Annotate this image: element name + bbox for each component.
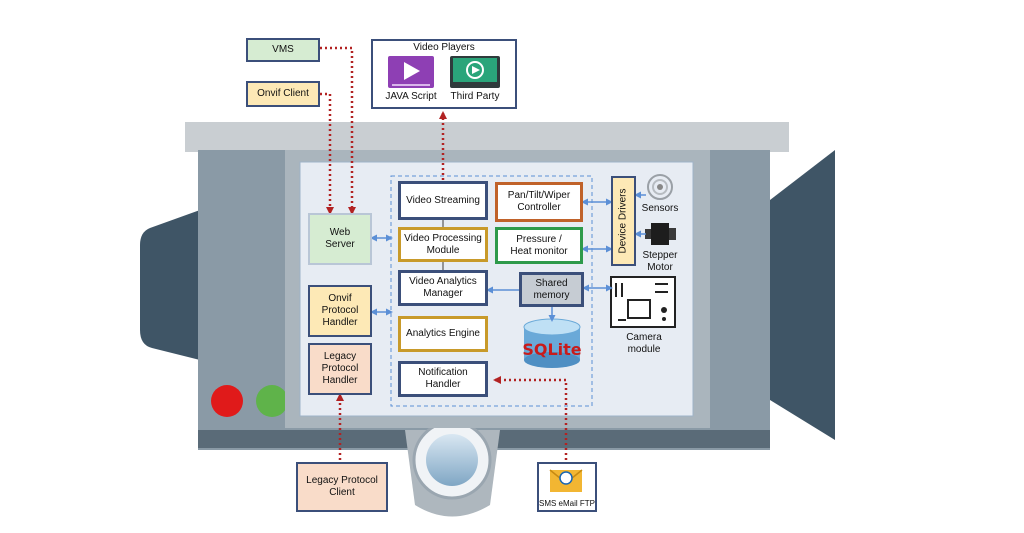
third-party-label: Third Party bbox=[450, 91, 500, 102]
camera-front-hood bbox=[770, 150, 835, 440]
sensors-label: Sensors bbox=[641, 203, 679, 214]
web-server-box: Web Server bbox=[308, 213, 372, 265]
sms-label: SMS eMail FTP bbox=[538, 499, 595, 508]
circuit-board-icon bbox=[610, 276, 676, 328]
ptw-controller-box: Pan/Tilt/Wiper Controller bbox=[495, 182, 583, 222]
video-players-title: Video Players bbox=[413, 42, 475, 53]
onvif-handler-box: Onvif Protocol Handler bbox=[308, 285, 372, 337]
device-drivers-label: Device Drivers bbox=[617, 188, 629, 254]
camera-top bbox=[185, 122, 789, 152]
green-play-icon bbox=[450, 56, 500, 88]
database-cylinder-icon bbox=[523, 318, 581, 368]
envelope-at-icon bbox=[537, 462, 597, 512]
shared-memory-box: Shared memory bbox=[519, 272, 584, 307]
motor-icon bbox=[645, 223, 676, 245]
internal-connectors bbox=[370, 191, 646, 322]
analytics-engine-box: Analytics Engine bbox=[398, 316, 488, 352]
vms-box: VMS bbox=[246, 38, 320, 62]
legacy-client-box: Legacy Protocol Client bbox=[296, 462, 388, 512]
video-analytics-manager-box: Video Analytics Manager bbox=[398, 270, 488, 306]
onvif-client-box: Onvif Client bbox=[246, 81, 320, 107]
sensor-icon bbox=[647, 174, 673, 200]
camera-module-label: Camera module bbox=[626, 332, 662, 355]
stepper-motor-label: Stepper Motor bbox=[642, 250, 678, 273]
video-streaming-box: Video Streaming bbox=[398, 181, 488, 220]
red-light bbox=[211, 385, 243, 417]
pressure-monitor-box: Pressure / Heat monitor bbox=[495, 227, 583, 264]
java-script-label: JAVA Script bbox=[385, 91, 437, 102]
sqlite-label: SQLite bbox=[522, 340, 582, 359]
purple-play-icon bbox=[388, 56, 434, 88]
legacy-handler-box: Legacy Protocol Handler bbox=[308, 343, 372, 395]
external-connectors bbox=[320, 46, 568, 460]
notification-handler-box: Notification Handler bbox=[398, 361, 488, 397]
video-processing-box: Video Processing Module bbox=[398, 227, 488, 262]
green-light bbox=[256, 385, 288, 417]
device-drivers-box: Device Drivers bbox=[611, 176, 636, 266]
camera-rear-shape bbox=[140, 210, 200, 360]
